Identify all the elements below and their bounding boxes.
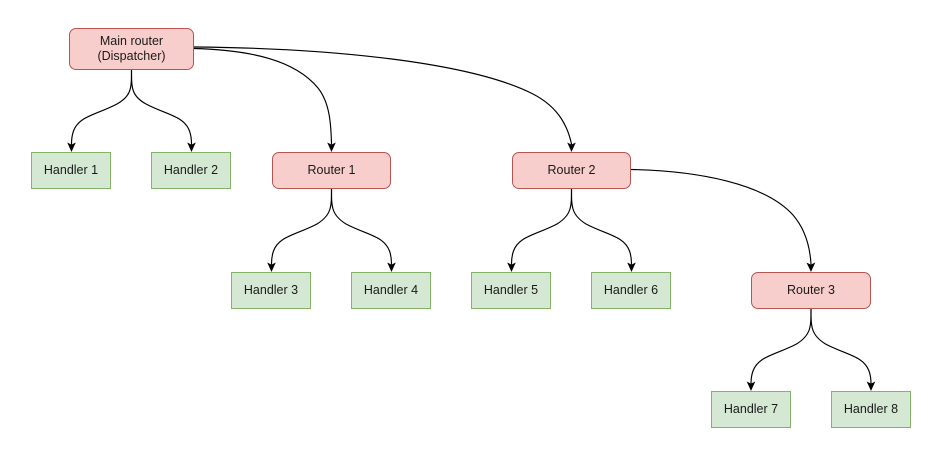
node-handler-2-label: Handler 2 — [163, 163, 219, 177]
node-handler-2[interactable]: Handler 2 — [151, 152, 231, 189]
edge-router-2-to-router-3 — [630, 168, 816, 272]
node-handler-1[interactable]: Handler 1 — [31, 152, 111, 189]
node-handler-6[interactable]: Handler 6 — [591, 272, 671, 309]
edge-router-3-to-handler-8 — [810, 308, 876, 391]
node-main-router[interactable]: Main router (Dispatcher) — [69, 28, 194, 70]
edge-main-router-to-router-1 — [193, 47, 336, 152]
edge-main-router-to-handler-1 — [67, 69, 133, 152]
node-handler-3-label: Handler 3 — [243, 283, 299, 297]
edge-router-2-to-handler-5 — [507, 188, 573, 272]
node-router-3[interactable]: Router 3 — [751, 272, 871, 309]
node-handler-5[interactable]: Handler 5 — [471, 272, 551, 309]
node-router-1[interactable]: Router 1 — [272, 152, 391, 189]
node-handler-5-label: Handler 5 — [483, 283, 539, 297]
node-router-2-label: Router 2 — [547, 163, 596, 177]
edge-main-router-to-router-2 — [193, 46, 576, 152]
node-handler-7-label: Handler 7 — [723, 402, 779, 416]
node-router-3-label: Router 3 — [787, 283, 835, 297]
node-router-2[interactable]: Router 2 — [512, 152, 631, 189]
edge-router-2-to-handler-6 — [570, 188, 636, 272]
node-handler-8[interactable]: Handler 8 — [831, 391, 911, 428]
edge-router-3-to-handler-7 — [746, 308, 812, 391]
node-router-1-label: Router 1 — [307, 163, 356, 177]
node-handler-4-label: Handler 4 — [363, 283, 419, 297]
node-handler-4[interactable]: Handler 4 — [351, 272, 431, 309]
node-handler-7[interactable]: Handler 7 — [711, 391, 791, 428]
node-handler-8-label: Handler 8 — [843, 402, 899, 416]
edge-main-router-to-handler-2 — [130, 69, 196, 152]
edge-router-1-to-handler-3 — [267, 188, 333, 272]
node-handler-1-label: Handler 1 — [43, 163, 99, 177]
node-handler-3[interactable]: Handler 3 — [231, 272, 311, 309]
node-handler-6-label: Handler 6 — [603, 283, 659, 297]
edge-router-1-to-handler-4 — [330, 188, 396, 272]
node-main-router-label: Main router (Dispatcher) — [97, 34, 166, 63]
